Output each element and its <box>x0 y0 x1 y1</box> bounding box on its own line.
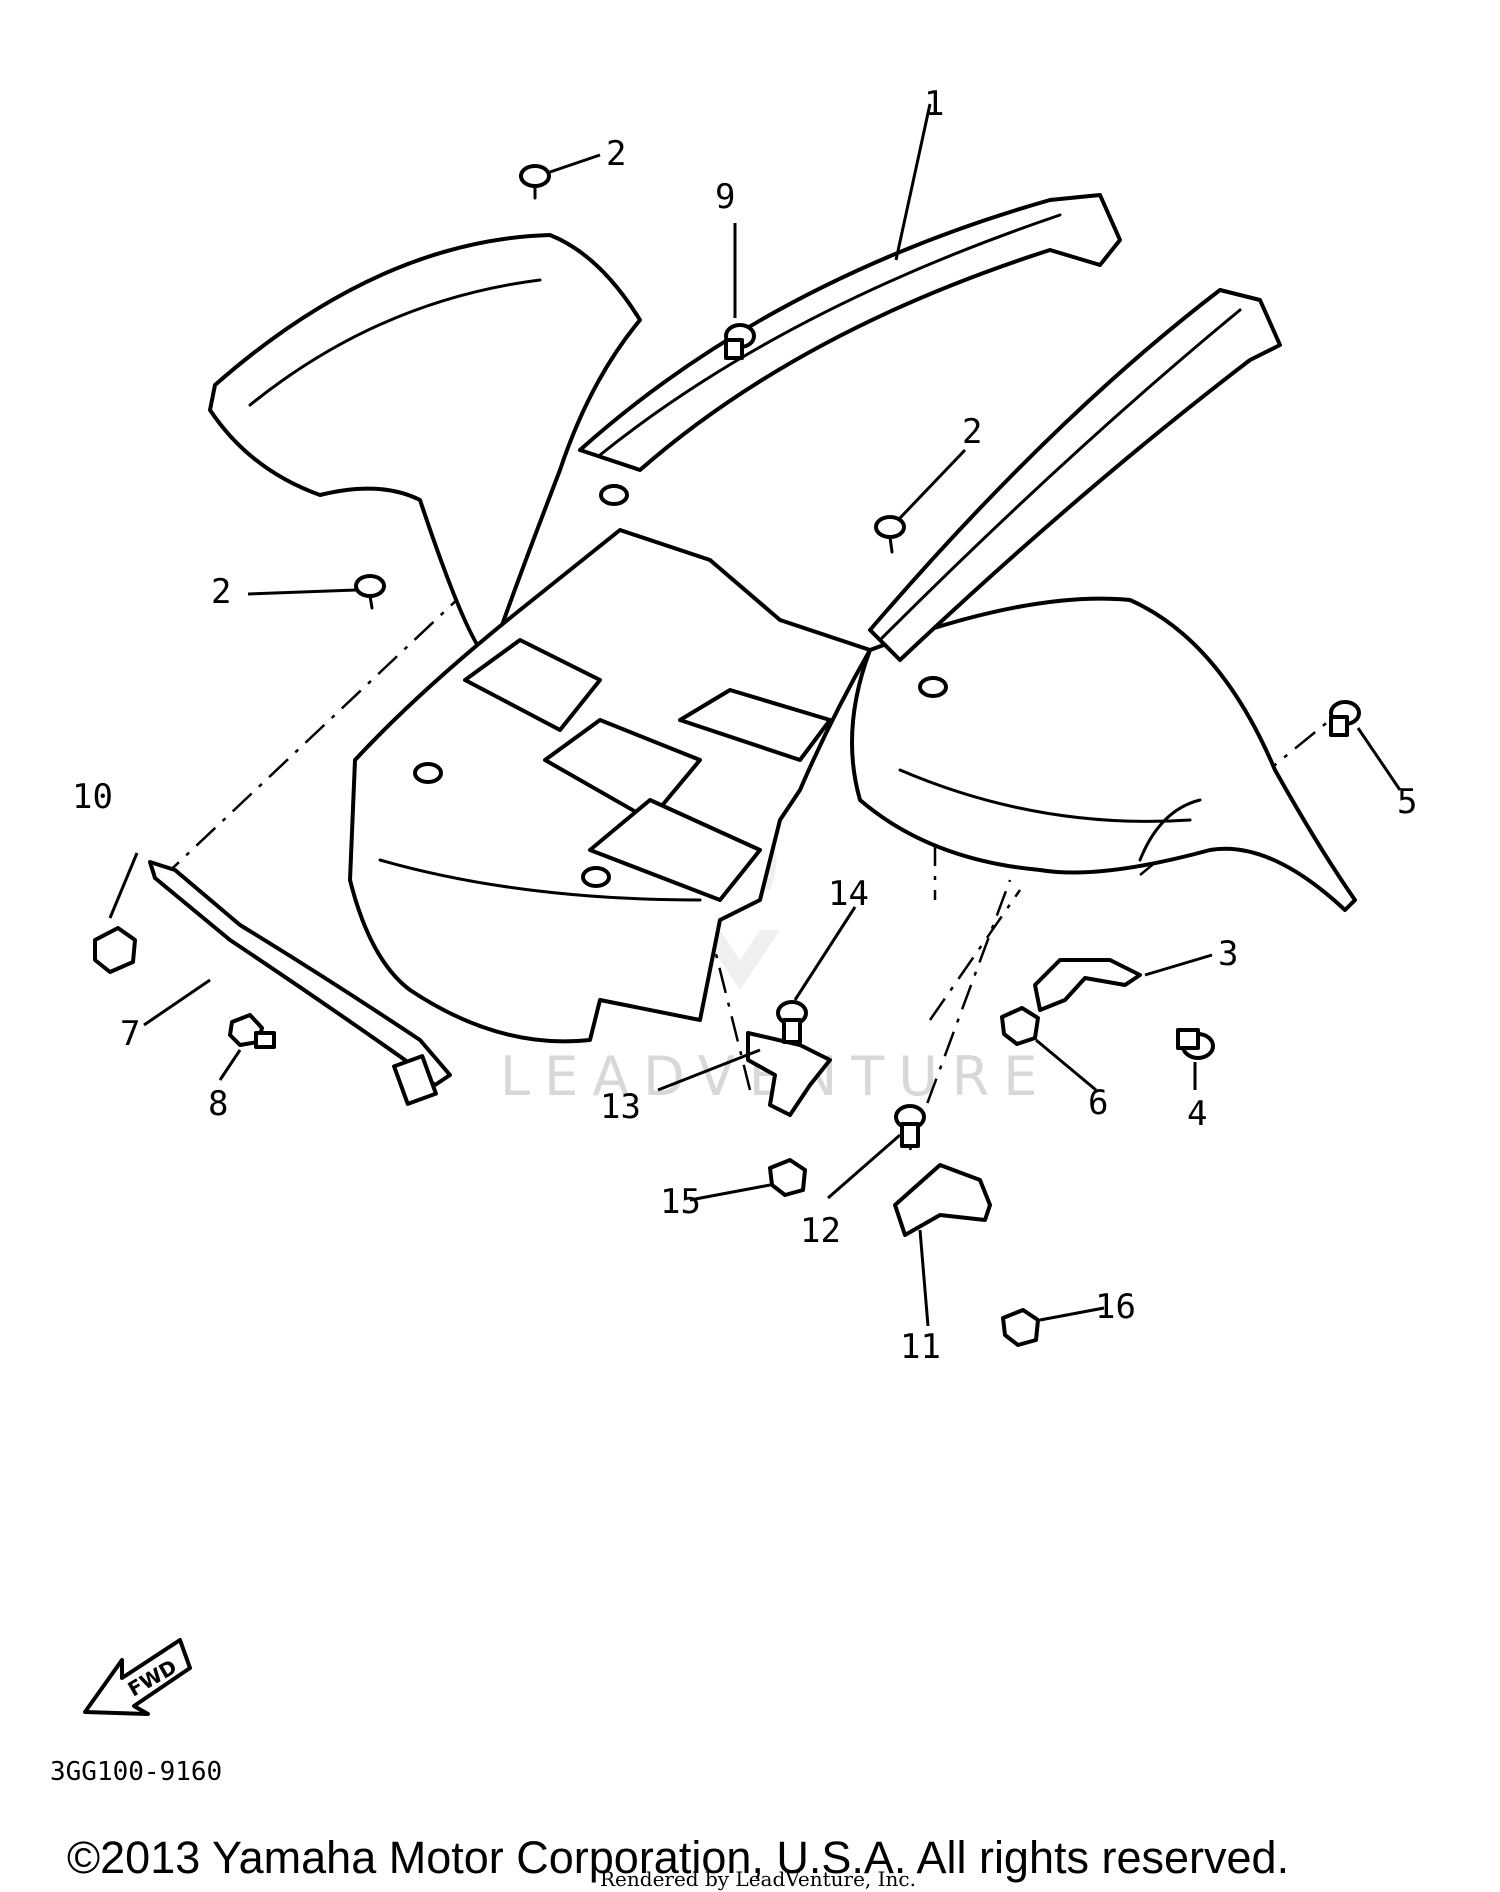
bracket-13 <box>746 1031 832 1117</box>
bracket-3 <box>1033 958 1142 1012</box>
callout-13: 13 <box>600 1087 641 1127</box>
bolt-12-icon <box>894 1104 926 1148</box>
callout-9: 9 <box>715 177 735 217</box>
callout-4: 4 <box>1187 1094 1207 1134</box>
callout-10: 10 <box>72 777 113 817</box>
callout-12: 12 <box>800 1211 841 1251</box>
callout-16: 16 <box>1095 1287 1136 1327</box>
bolt-8-icon <box>228 1013 276 1049</box>
nut-6-icon <box>1000 1006 1040 1046</box>
callout-7: 7 <box>120 1014 140 1054</box>
nut-16-icon <box>1001 1308 1040 1347</box>
fender-stay <box>148 860 452 1106</box>
callout-5: 5 <box>1397 782 1417 822</box>
callout-3: 3 <box>1218 934 1238 974</box>
fasteners <box>93 164 1361 1347</box>
bolt-14-icon <box>776 1000 808 1044</box>
bracket-11 <box>893 1163 992 1237</box>
bolt-9-icon <box>724 323 756 360</box>
screw-2-right-icon <box>874 515 906 554</box>
callout-2-right: 2 <box>962 412 982 452</box>
callout-14: 14 <box>828 874 869 914</box>
callout-15: 15 <box>660 1182 701 1222</box>
callout-1: 1 <box>924 84 944 124</box>
diagram-code: 3GG100-9160 <box>50 1757 222 1787</box>
copyright-notice: ©2013 Yamaha Motor Corporation, U.S.A. A… <box>67 1832 1289 1883</box>
nut-10-icon <box>93 926 137 974</box>
callout-11: 11 <box>900 1327 941 1367</box>
callout-2-top: 2 <box>606 134 626 174</box>
fwd-arrow-icon: FWD <box>83 1638 192 1716</box>
callout-8: 8 <box>208 1084 228 1124</box>
screw-2-left-icon <box>354 574 386 610</box>
side-rail-strip <box>578 193 1282 662</box>
bolt-5-icon <box>1329 700 1361 737</box>
rear-fender <box>208 233 1357 1044</box>
screw-2-top-icon <box>519 164 551 200</box>
bolt-4-icon <box>1176 1028 1215 1060</box>
nut-15-icon <box>768 1158 807 1197</box>
callout-6: 6 <box>1088 1083 1108 1123</box>
leader-lines <box>108 103 1402 1327</box>
callout-2-left: 2 <box>211 572 231 612</box>
callout-labels: 1 2 2 2 3 4 5 6 7 8 9 10 11 12 13 14 15 … <box>72 84 1417 1367</box>
rendered-by-notice: Rendered by LeadVenture, Inc. <box>600 1867 916 1891</box>
